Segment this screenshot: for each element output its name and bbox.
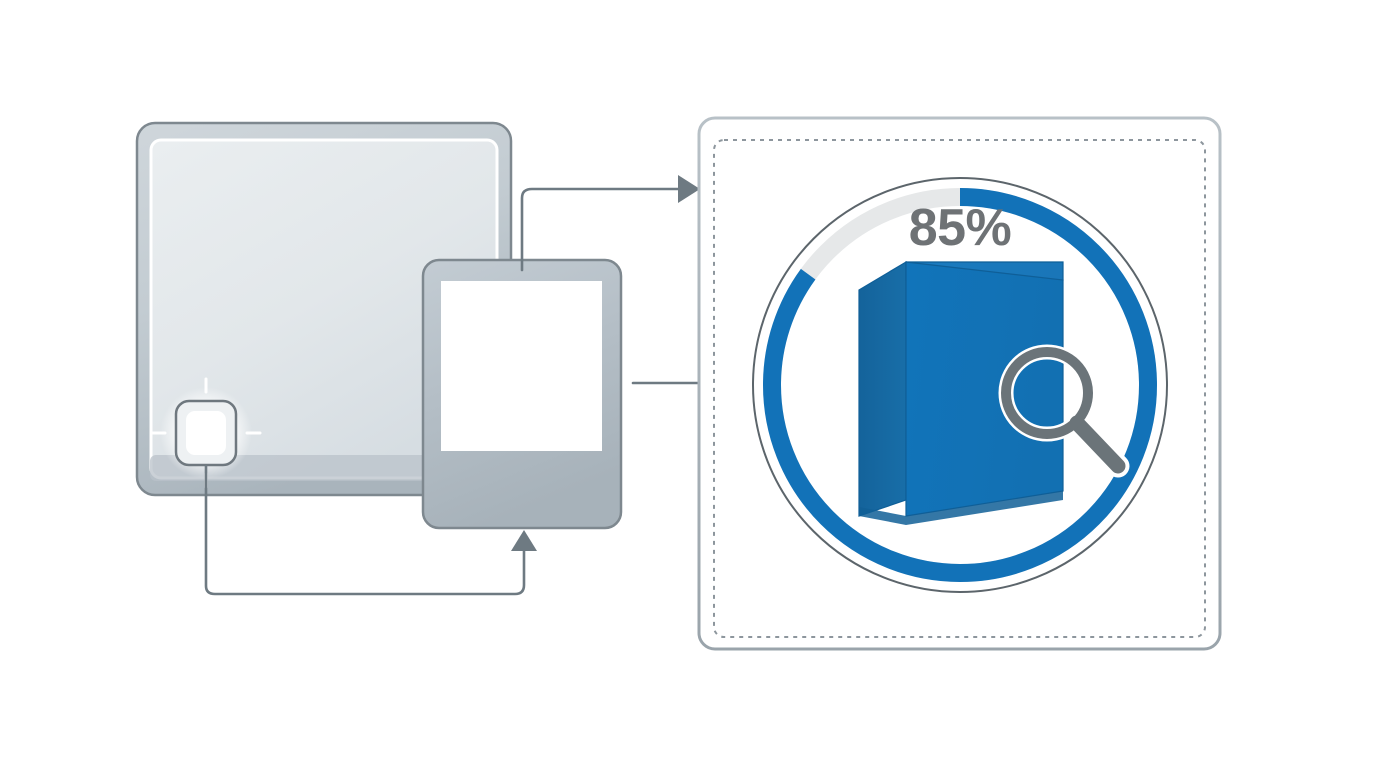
- panel-dashed-inset: [713, 139, 1206, 638]
- connector-tablet-to-panel-top: [520, 187, 680, 272]
- magnifier-lens: [1001, 347, 1093, 439]
- search-icon[interactable]: [998, 344, 1130, 478]
- magnifier-handle: [1069, 415, 1126, 474]
- gauge-progress-arc: [763, 188, 1157, 582]
- tablet-icon[interactable]: [421, 258, 623, 530]
- arrowhead-tablet-bottom: [511, 530, 537, 551]
- focus-target-fill: [186, 411, 226, 455]
- tablet-screen: [441, 281, 602, 451]
- connector-focus-to-tablet: [204, 464, 526, 596]
- box-left-face: [858, 260, 907, 517]
- arrowhead-panel-top: [678, 175, 700, 203]
- gauge-outline-circle: [752, 177, 1168, 593]
- focus-target[interactable]: [174, 399, 238, 467]
- box-front-face: [905, 261, 1064, 517]
- gauge-value-label: 85%: [909, 199, 1012, 257]
- box-3d-icon[interactable]: [858, 260, 1064, 525]
- box-bottom-edge: [859, 491, 1063, 525]
- completion-gauge[interactable]: 85%: [752, 177, 1168, 593]
